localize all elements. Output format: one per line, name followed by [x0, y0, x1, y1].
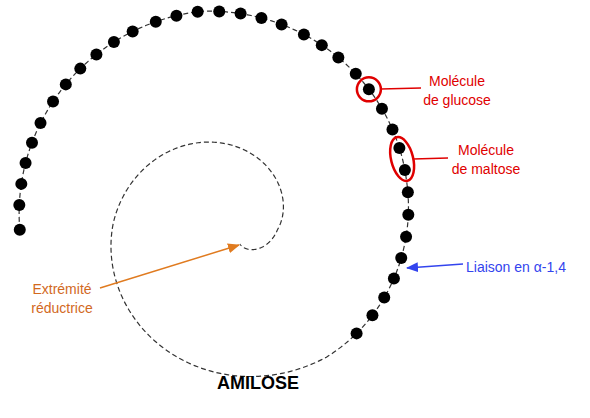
- leader-arrow: [407, 264, 463, 268]
- glucose-dot: [402, 186, 414, 198]
- glucose-dot: [127, 25, 139, 37]
- leader-line: [381, 87, 421, 89]
- leader-line: [413, 157, 448, 159]
- glucose-dot: [108, 36, 120, 48]
- glucose-dot: [192, 6, 204, 18]
- highlight-circle: [357, 77, 381, 101]
- leader-arrow: [100, 245, 239, 288]
- glucose-dot: [366, 309, 378, 321]
- glucose-dot: [90, 48, 102, 60]
- glucose-dot: [14, 224, 26, 236]
- glucose-dot: [363, 83, 375, 95]
- callout-label: Liaison en α-1,4: [466, 258, 566, 277]
- glucose-dot: [170, 10, 182, 22]
- glucose-dot: [213, 5, 225, 17]
- glucose-dot: [150, 16, 162, 28]
- glucose-dot: [395, 252, 407, 264]
- glucose-dot: [255, 12, 267, 24]
- glucose-dot: [351, 327, 363, 339]
- glucose-dot: [316, 39, 328, 51]
- glucose-dot: [400, 231, 412, 243]
- glucose-dot: [13, 199, 25, 211]
- glucose-dot: [350, 68, 362, 80]
- glucose-dot: [376, 103, 388, 115]
- glucose-dot: [35, 117, 47, 129]
- glucose-dot: [332, 51, 344, 63]
- glucose-dot: [298, 28, 310, 40]
- callout-label: Extrémité réductrice: [20, 280, 104, 318]
- glucose-dot: [26, 137, 38, 149]
- glucose-dot: [399, 164, 411, 176]
- glucose-dot: [388, 272, 400, 284]
- glucose-dot: [276, 18, 288, 30]
- glucose-dot: [386, 123, 398, 135]
- glucose-dot: [47, 96, 59, 108]
- callout-label: Molécule de glucose: [420, 72, 494, 110]
- glucose-dot: [20, 157, 32, 169]
- glucose-dot: [235, 8, 247, 20]
- glucose-dot: [60, 78, 72, 90]
- diagram-title: AMILOSE: [158, 373, 358, 394]
- callout-label: Molécule de maltose: [449, 141, 523, 179]
- glucose-dot: [15, 178, 27, 190]
- glucose-dot: [402, 209, 414, 221]
- glucose-dot: [378, 292, 390, 304]
- glucose-dot: [74, 63, 86, 75]
- spiral-chain: [19, 11, 408, 376]
- spiral-group: [13, 5, 448, 376]
- glucose-dot: [393, 142, 405, 154]
